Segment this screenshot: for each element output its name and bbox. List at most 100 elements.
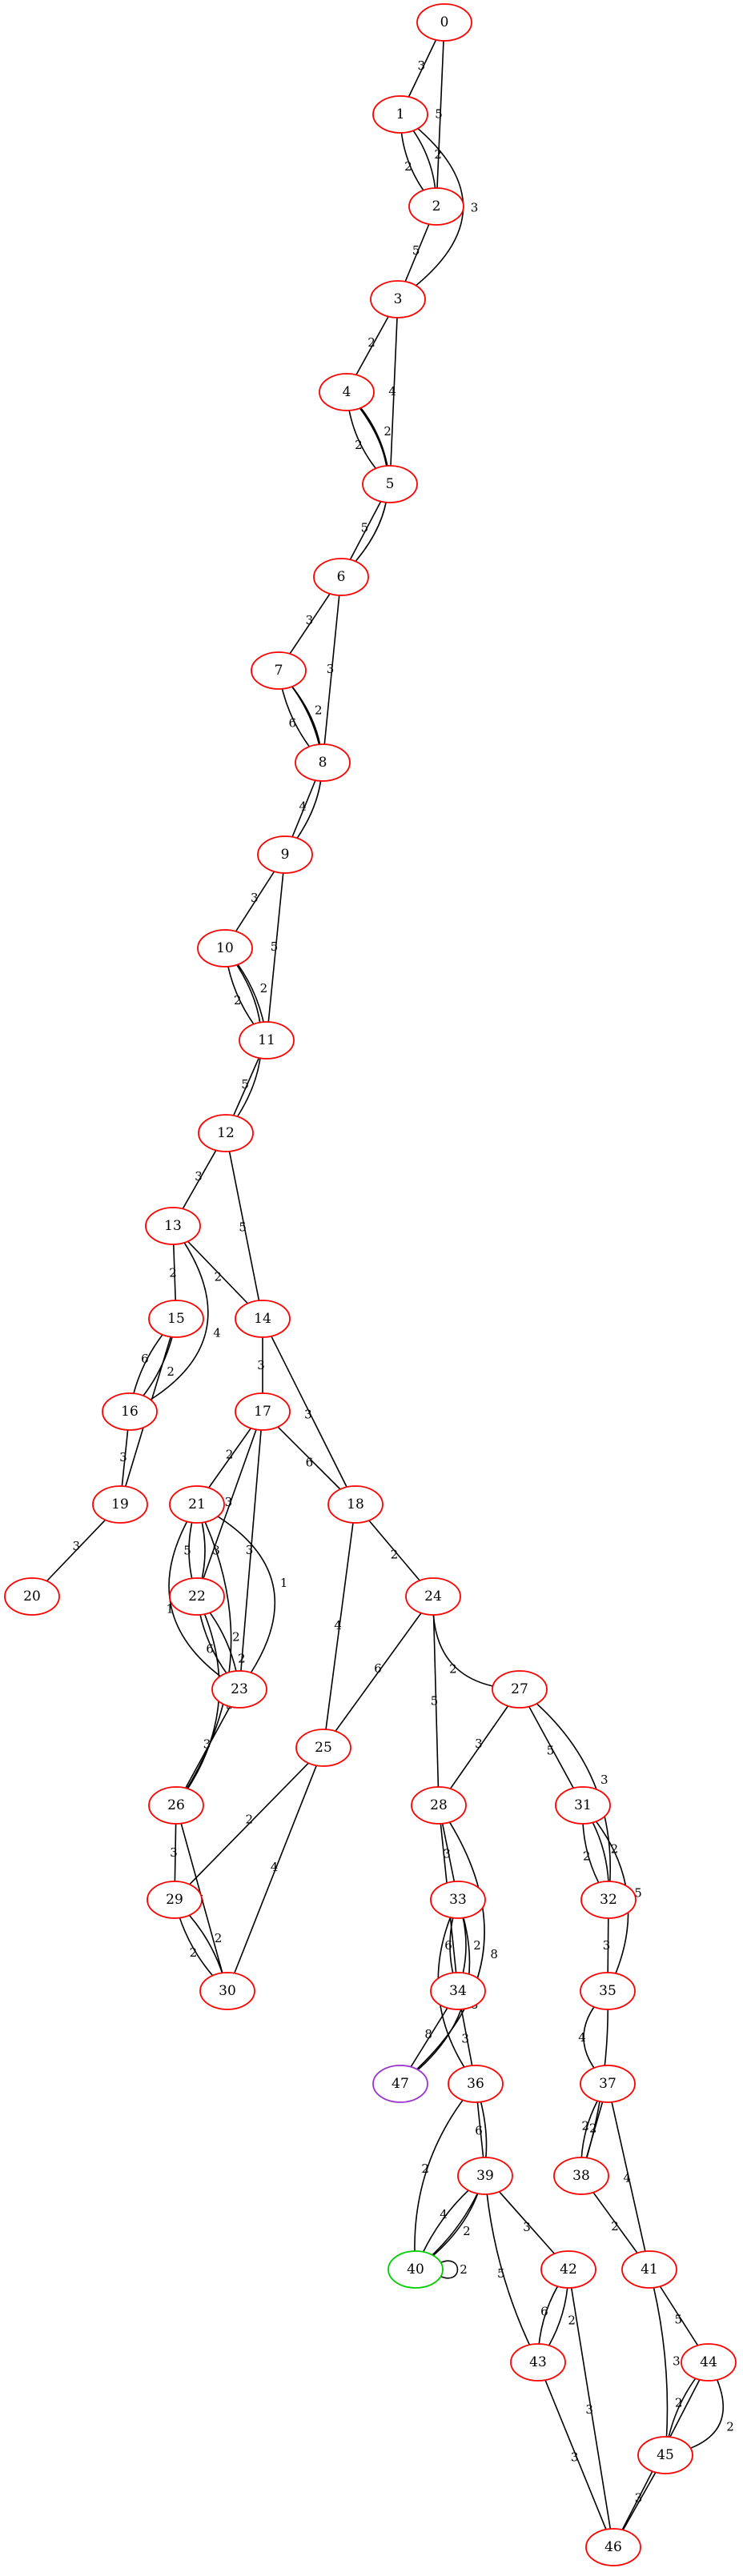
edge-line xyxy=(196,1411,263,1597)
node-11[interactable]: 11 xyxy=(239,1021,295,1060)
edge-weight-label: 2 xyxy=(589,2121,597,2135)
node-37[interactable]: 37 xyxy=(580,2065,636,2103)
node-29[interactable]: 29 xyxy=(147,1881,203,1919)
node-32[interactable]: 32 xyxy=(580,1881,637,1919)
edge-line xyxy=(400,1805,485,2085)
node-13[interactable]: 13 xyxy=(145,1207,201,1245)
node-ellipse xyxy=(553,2157,609,2195)
node-15[interactable]: 15 xyxy=(148,1300,204,1338)
node-label: 38 xyxy=(572,2168,590,2184)
edge-weight-label: 5 xyxy=(361,520,369,535)
node-label: 36 xyxy=(467,2076,484,2092)
node-25[interactable]: 25 xyxy=(295,1729,351,1767)
node-38[interactable]: 38 xyxy=(553,2157,609,2195)
node-0[interactable]: 0 xyxy=(416,3,472,42)
node-6[interactable]: 6 xyxy=(313,558,369,596)
node-ellipse xyxy=(197,929,253,968)
node-27[interactable]: 27 xyxy=(492,1670,548,1709)
node-ellipse xyxy=(540,2250,596,2289)
edge-weight-label: 6 xyxy=(540,2304,548,2318)
edge-weight-label: 3 xyxy=(170,1845,178,1860)
node-16[interactable]: 16 xyxy=(102,1392,158,1431)
edge-weight-label: 5 xyxy=(239,1220,247,1235)
node-41[interactable]: 41 xyxy=(621,2250,677,2289)
node-ellipse xyxy=(362,465,418,503)
node-label: 13 xyxy=(164,1218,182,1234)
node-ellipse xyxy=(430,1881,486,1919)
edge-line xyxy=(225,1132,263,1320)
edge-weight-label: 6 xyxy=(141,1352,149,1366)
node-34[interactable]: 34 xyxy=(430,1972,486,2010)
node-ellipse xyxy=(621,2250,677,2289)
edge-13-16: 4 xyxy=(129,1225,221,1412)
edge-weight-label: 2 xyxy=(355,438,363,452)
node-10[interactable]: 10 xyxy=(197,929,253,968)
edge-weight-label: 3 xyxy=(225,1495,233,1509)
node-39[interactable]: 39 xyxy=(457,2157,513,2195)
node-42[interactable]: 42 xyxy=(540,2250,596,2289)
edge-14-18: 3 xyxy=(262,1318,356,1505)
node-ellipse xyxy=(319,373,375,411)
node-ellipse xyxy=(457,2157,513,2195)
node-33[interactable]: 33 xyxy=(430,1881,486,1919)
edge-18-25: 4 xyxy=(323,1504,356,1749)
edge-39-43: 5 xyxy=(484,2175,539,2363)
node-label: 24 xyxy=(424,1588,442,1604)
node-45[interactable]: 45 xyxy=(637,2436,693,2474)
node-14[interactable]: 14 xyxy=(235,1300,291,1338)
edge-weight-label: 1 xyxy=(280,1576,288,1590)
node-label: 45 xyxy=(657,2447,674,2463)
node-46[interactable]: 46 xyxy=(585,2528,641,2566)
node-label: 17 xyxy=(254,1404,271,1420)
edge-weight-label: 2 xyxy=(583,1849,591,1864)
node-26[interactable]: 26 xyxy=(148,1786,204,1825)
node-ellipse xyxy=(147,1881,203,1919)
node-17[interactable]: 17 xyxy=(235,1392,291,1431)
node-21[interactable]: 21 xyxy=(169,1485,225,1524)
node-8[interactable]: 8 xyxy=(295,743,351,782)
edge-17-22: 3 xyxy=(196,1411,263,1597)
node-ellipse xyxy=(555,1786,611,1825)
node-3[interactable]: 3 xyxy=(370,280,426,318)
node-20[interactable]: 20 xyxy=(4,1577,60,1616)
node-label: 39 xyxy=(476,2168,494,2184)
node-23[interactable]: 23 xyxy=(211,1670,267,1709)
edge-line xyxy=(196,1504,276,1690)
node-label: 28 xyxy=(430,1797,448,1813)
node-22[interactable]: 22 xyxy=(169,1577,225,1616)
node-40[interactable]: 40 xyxy=(388,2250,444,2289)
node-7[interactable]: 7 xyxy=(251,651,307,690)
edge-weight-label: 6 xyxy=(444,1938,452,1953)
node-1[interactable]: 1 xyxy=(372,95,428,134)
node-44[interactable]: 44 xyxy=(681,2343,737,2382)
node-2[interactable]: 2 xyxy=(408,187,464,226)
edge-weight-label: 3 xyxy=(119,1450,127,1464)
node-35[interactable]: 35 xyxy=(580,1972,636,2010)
edge-weight-label: 6 xyxy=(206,1641,214,1656)
node-label: 29 xyxy=(166,1892,183,1908)
node-5[interactable]: 5 xyxy=(362,465,418,503)
edge-27-28: 3 xyxy=(438,1689,520,1806)
node-24[interactable]: 24 xyxy=(405,1577,461,1616)
node-43[interactable]: 43 xyxy=(510,2343,566,2382)
node-18[interactable]: 18 xyxy=(327,1485,384,1524)
edge-weight-label: 2 xyxy=(391,1548,399,1562)
node-31[interactable]: 31 xyxy=(555,1786,611,1825)
edge-weight-label: 3 xyxy=(461,2031,469,2045)
node-47[interactable]: 47 xyxy=(372,2065,428,2103)
node-label: 40 xyxy=(407,2262,424,2278)
node-9[interactable]: 9 xyxy=(257,835,313,874)
node-30[interactable]: 30 xyxy=(199,1972,255,2010)
edge-line xyxy=(439,2260,459,2279)
node-36[interactable]: 36 xyxy=(448,2065,504,2103)
node-ellipse xyxy=(430,1972,486,2010)
node-label: 7 xyxy=(275,663,283,679)
node-28[interactable]: 28 xyxy=(411,1786,467,1825)
node-4[interactable]: 4 xyxy=(319,373,375,411)
node-19[interactable]: 19 xyxy=(92,1485,148,1524)
node-label: 14 xyxy=(254,1311,271,1327)
edge-weight-label: 5 xyxy=(634,1886,642,1901)
node-12[interactable]: 12 xyxy=(198,1114,254,1152)
node-ellipse xyxy=(681,2343,737,2382)
node-ellipse xyxy=(408,187,464,226)
